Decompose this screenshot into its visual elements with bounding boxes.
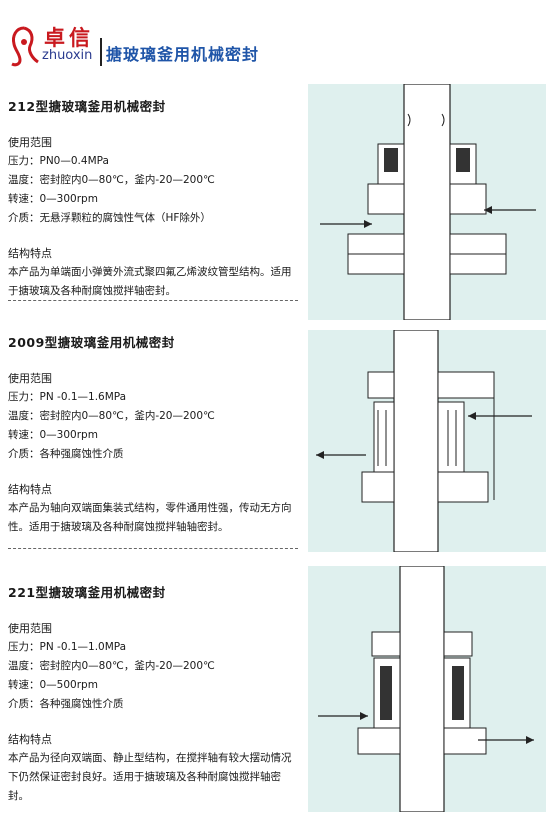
seal-drawing-212: [308, 84, 546, 320]
section-title: 2009型搪玻璃釜用机械密封: [8, 335, 175, 350]
brand-name-en: zhuoxin: [42, 48, 93, 63]
section-divider: [8, 548, 298, 549]
brand-separator: [100, 38, 102, 66]
structure-text: 本产品为径向双端面、静止型结构，在搅拌轴有较大摆动情况下仍然保证密封良好。适用于…: [8, 752, 292, 802]
spec-pressure: 压力：PN -0.1—1.6MPa: [8, 391, 127, 403]
spec-temperature: 温度：密封腔内0—80℃，釜内-20—200℃: [8, 660, 215, 672]
structure-heading: 结构特点: [8, 483, 52, 496]
spec-pressure: 压力：PN0—0.4MPa: [8, 155, 109, 167]
page-header: 卓信 zhuoxin 搪玻璃釜用机械密封: [0, 0, 546, 78]
page-title: 搪玻璃釜用机械密封: [106, 45, 260, 64]
spec-speed: 转速：0—300rpm: [8, 429, 98, 441]
usage-heading: 使用范围: [8, 372, 52, 385]
section-divider: [8, 300, 298, 301]
spec-temperature: 温度：密封腔内0—80℃，釜内-20—200℃: [8, 174, 215, 186]
structure-heading: 结构特点: [8, 733, 52, 746]
usage-heading: 使用范围: [8, 136, 52, 149]
spec-speed: 转速：0—500rpm: [8, 679, 98, 691]
brand-name-cn: 卓信: [44, 26, 94, 50]
zhuoxin-logo-icon: [11, 26, 39, 67]
structure-heading: 结构特点: [8, 247, 52, 260]
spec-pressure: 压力：PN -0.1—1.0MPa: [8, 641, 127, 653]
spec-temperature: 温度：密封腔内0—80℃，釜内-20—200℃: [8, 410, 215, 422]
product-section-2009: 2009型搪玻璃釜用机械密封 使用范围 压力：PN -0.1—1.6MPa 温度…: [8, 332, 304, 537]
spec-medium: 介质：各种强腐蚀性介质: [8, 698, 124, 710]
section-title: 221型搪玻璃釜用机械密封: [8, 585, 166, 600]
spec-medium: 介质：各种强腐蚀性介质: [8, 448, 124, 460]
seal-drawing-221: [308, 566, 546, 812]
structure-text: 本产品为单端面小弹簧外流式聚四氟乙烯波纹管型结构。适用于搪玻璃及各种耐腐蚀搅拌轴…: [8, 266, 292, 297]
product-section-212: 212型搪玻璃釜用机械密封 使用范围 压力：PN0—0.4MPa 温度：密封腔内…: [8, 96, 304, 301]
section-title: 212型搪玻璃釜用机械密封: [8, 99, 166, 114]
spec-speed: 转速：0—300rpm: [8, 193, 98, 205]
spec-medium: 介质：无悬浮颗粒的腐蚀性气体（HF除外）: [8, 212, 211, 224]
seal-drawing-2009: [308, 330, 546, 552]
product-section-221: 221型搪玻璃釜用机械密封 使用范围 压力：PN -0.1—1.0MPa 温度：…: [8, 582, 304, 806]
usage-heading: 使用范围: [8, 622, 52, 635]
structure-text: 本产品为轴向双端面集装式结构，零件通用性强，传动无方向性。适用于搪玻璃及各种耐腐…: [8, 502, 292, 533]
